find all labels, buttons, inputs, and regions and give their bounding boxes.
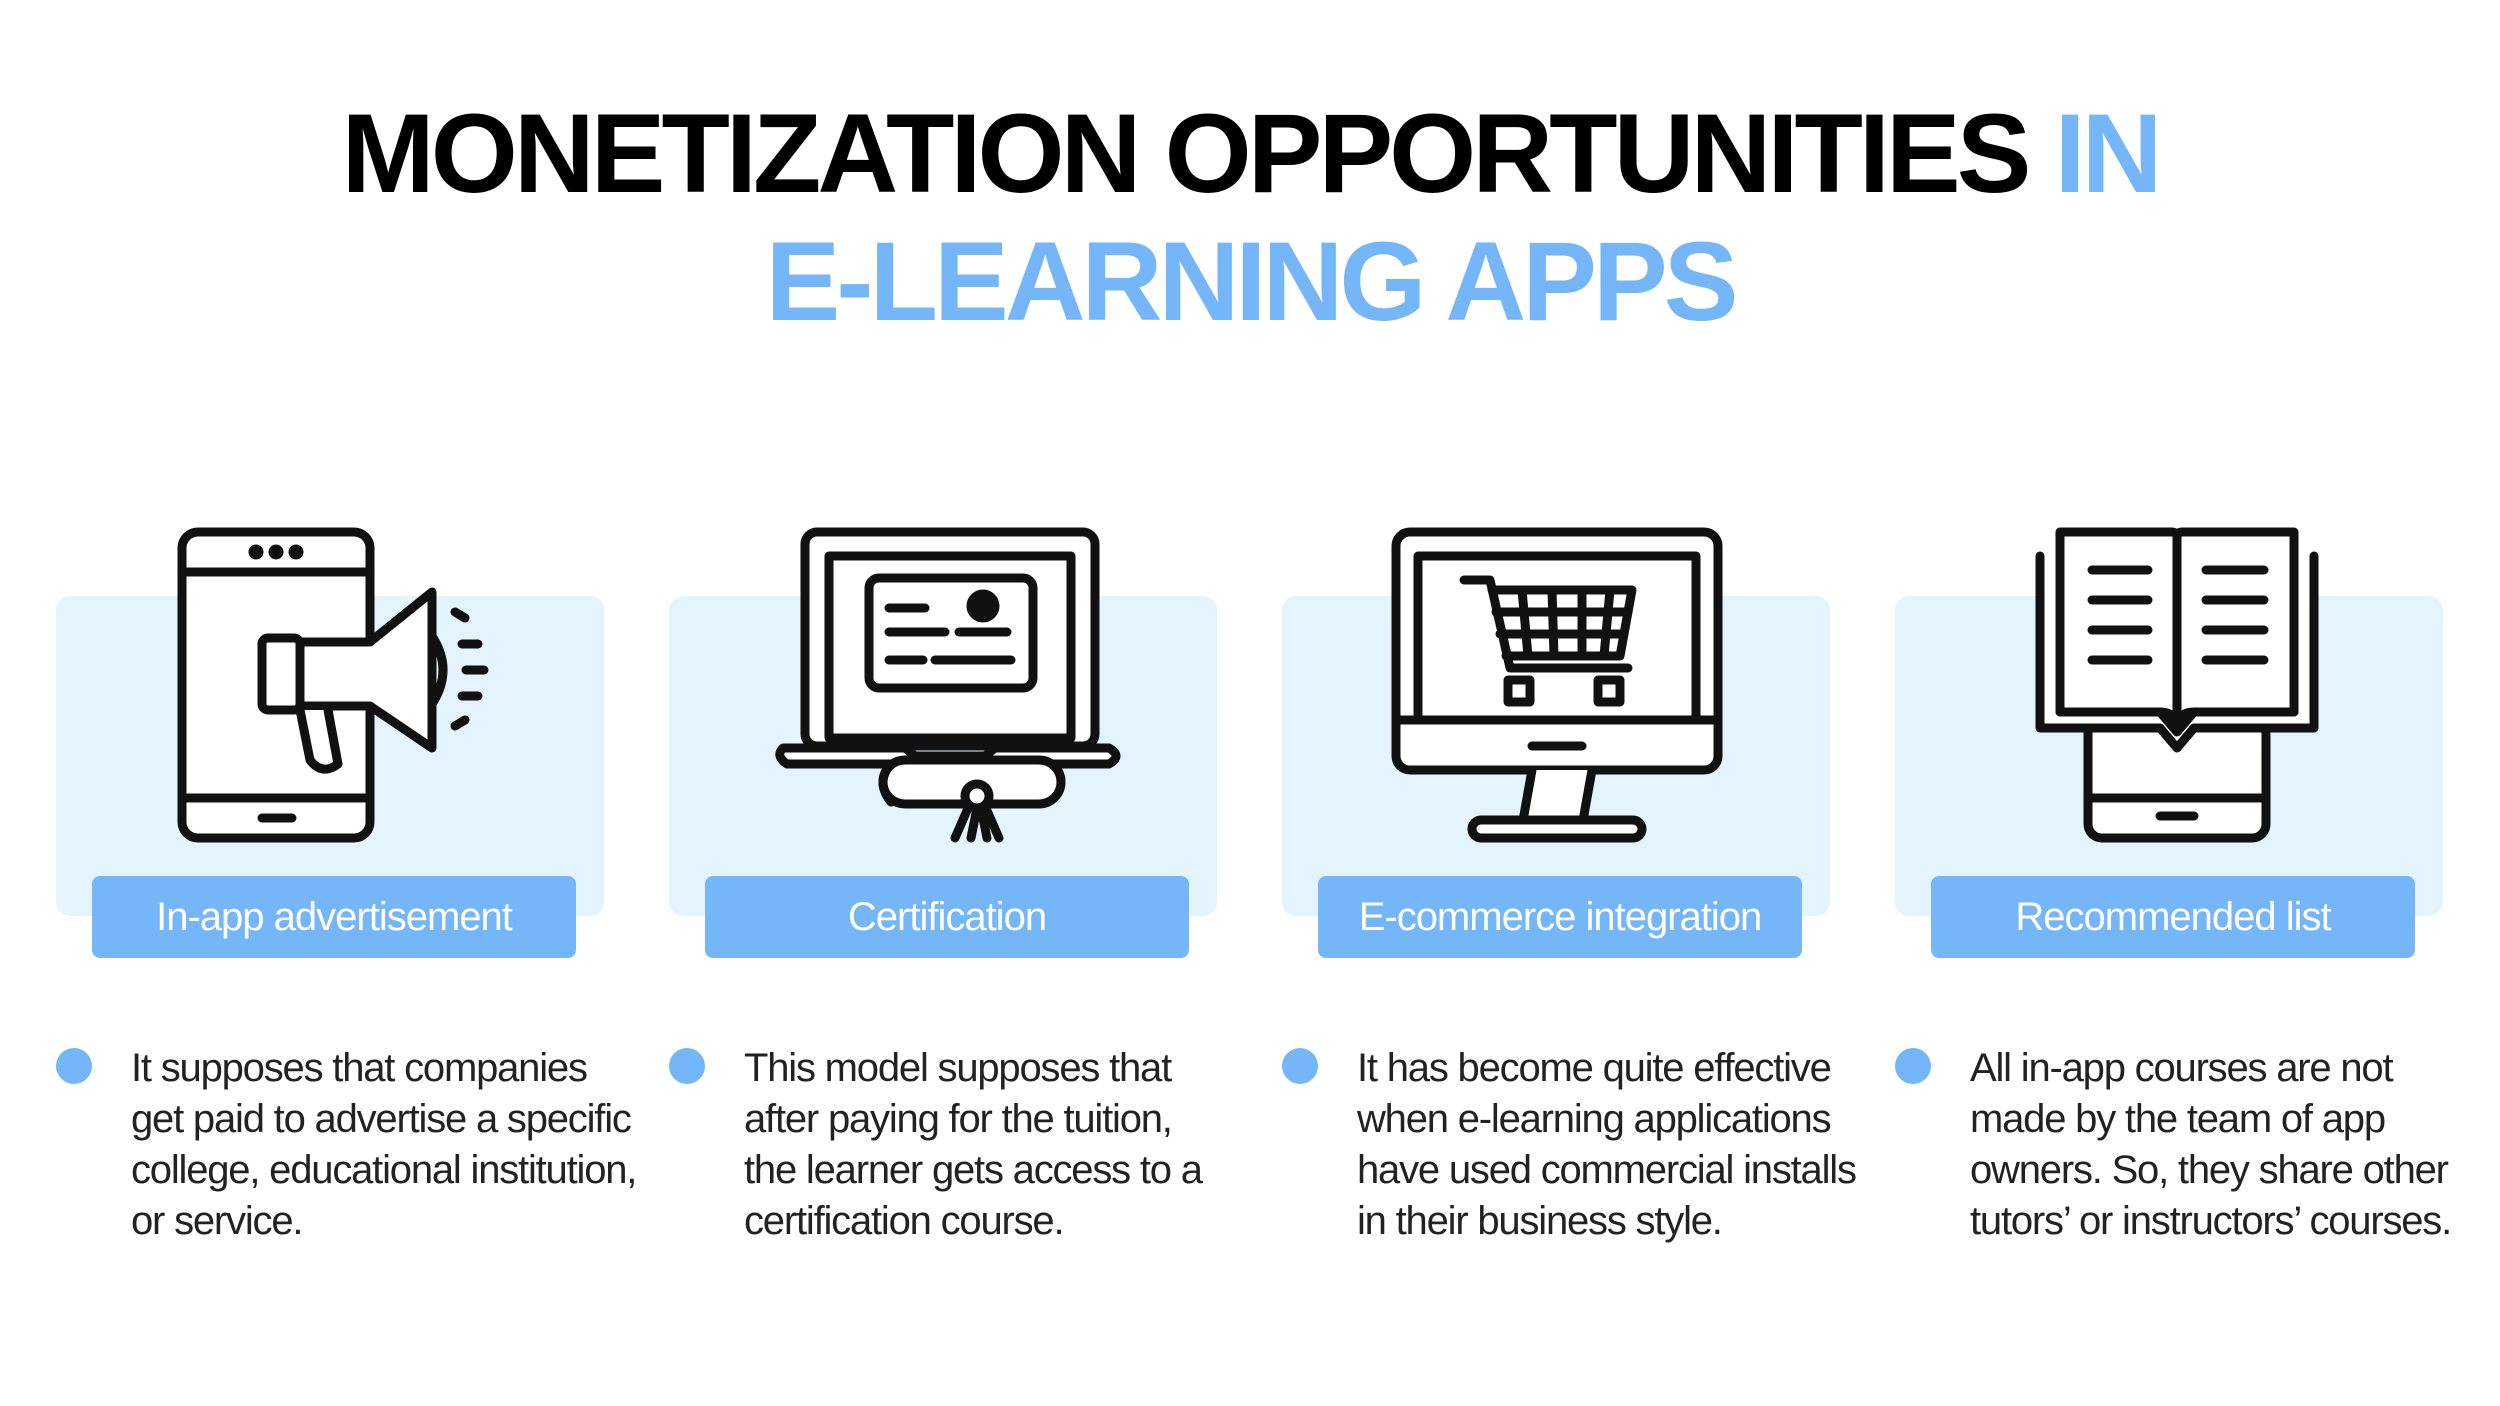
label-certification: Certification [705, 876, 1189, 958]
description-line: made by the team of app [1970, 1097, 2386, 1141]
description-line: after paying for the tuition, [744, 1097, 1173, 1141]
label-ecommerce-integration: E-commerce integration [1318, 876, 1802, 958]
description-line: college, educational institution, [131, 1148, 637, 1192]
description-line: in their business style. [1357, 1199, 1723, 1243]
description-line: or service. [131, 1199, 303, 1243]
bullet-point [669, 1048, 705, 1084]
label-recommended-list: Recommended list [1931, 876, 2415, 958]
description-line: when e-learning applications [1357, 1097, 1832, 1141]
description-recommended: All in-app courses are not made by the t… [1970, 1043, 2470, 1247]
description-ecommerce: It has become quite effective when e-lea… [1357, 1043, 1917, 1247]
page-title-line-2: E-LEARNING APPS [765, 219, 1739, 344]
description-line: It supposes that companies [131, 1046, 588, 1090]
bullet-point [1895, 1048, 1931, 1084]
description-line: tutors’ or instructors’ courses. [1970, 1199, 2452, 1243]
description-line: owners. So, they share other [1970, 1148, 2449, 1192]
open-book-phone-icon [2020, 520, 2320, 850]
laptop-certificate-icon [775, 520, 1125, 850]
description-line: certification course. [744, 1199, 1065, 1243]
description-certification: This model supposes that after paying fo… [744, 1043, 1304, 1247]
description-line: This model supposes that [744, 1046, 1172, 1090]
title-main-text: MONETIZATION OPPORTUNITIES [341, 91, 2031, 216]
description-line: have used commercial installs [1357, 1148, 1857, 1192]
smartphone-megaphone-icon [170, 520, 510, 850]
label-in-app-advertisement: In-app advertisement [92, 876, 576, 958]
description-line: get paid to advertise a specific [131, 1097, 632, 1141]
page-title-line-1: MONETIZATION OPPORTUNITIES IN [0, 98, 2500, 210]
bullet-point [56, 1048, 92, 1084]
description-line: All in-app courses are not [1970, 1046, 2394, 1090]
description-advertisement: It supposes that companies get paid to a… [131, 1043, 691, 1247]
description-line: It has become quite effective [1357, 1046, 1832, 1090]
bullet-point [1282, 1048, 1318, 1084]
description-line: the learner gets access to a [744, 1148, 1203, 1192]
monitor-shopping-cart-icon [1382, 520, 1732, 850]
title-accent-text: IN [2054, 91, 2163, 216]
